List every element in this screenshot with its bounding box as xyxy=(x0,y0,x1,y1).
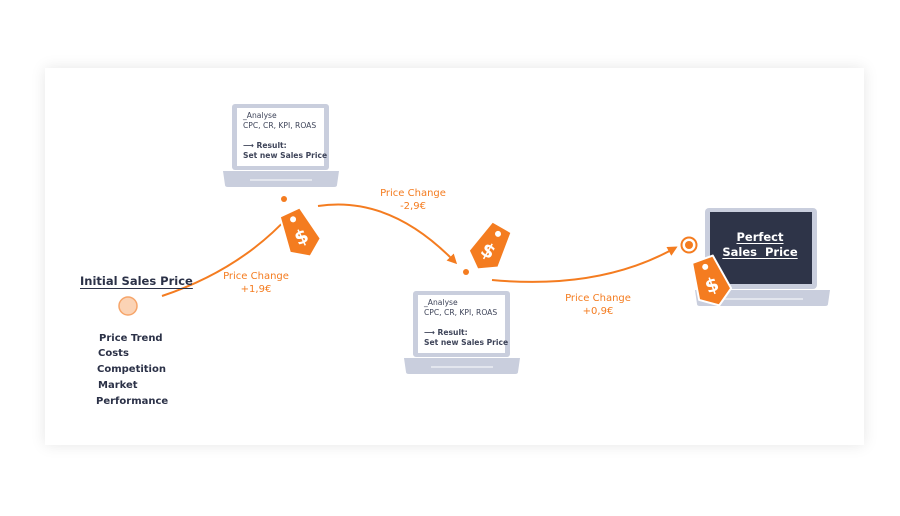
laptop-2-analyse: _Analyse xyxy=(424,298,458,307)
price-change-2-label: Price Change xyxy=(380,188,446,199)
laptop-1-metrics: CPC, CR, KPI, ROAS xyxy=(243,121,317,130)
dot-1-icon xyxy=(281,196,287,202)
factor-costs: Costs xyxy=(98,348,129,359)
laptop-1-icon xyxy=(223,104,339,187)
dot-2-icon xyxy=(463,269,469,275)
factor-price-trend: Price Trend xyxy=(99,333,163,344)
price-change-3-label: Price Change xyxy=(565,293,631,304)
price-change-1-label: Price Change xyxy=(223,271,289,282)
price-change-1: Price Change +1,9€ xyxy=(220,270,292,296)
price-change-1-value: +1,9€ xyxy=(240,284,272,295)
laptop-1-result: ⟶ Result: xyxy=(243,141,287,150)
price-change-3: Price Change +0,9€ xyxy=(562,292,634,318)
laptop-2-result: ⟶ Result: xyxy=(424,328,468,337)
price-tag-2-icon xyxy=(461,217,518,279)
laptop-1-set-price: Set new Sales Price xyxy=(243,151,328,160)
factor-competition: Competition xyxy=(97,364,166,375)
laptop-1-screen: _Analyse CPC, CR, KPI, ROAS ⟶ Result: Se… xyxy=(243,111,327,161)
arrow-2-icon xyxy=(317,203,458,265)
start-node-icon xyxy=(118,296,138,316)
laptop-2-metrics: CPC, CR, KPI, ROAS xyxy=(424,308,498,317)
arrow-1-icon xyxy=(161,212,293,297)
target-node-icon xyxy=(680,236,698,254)
laptop-1-analyse: _Analyse xyxy=(243,111,277,120)
price-change-2: Price Change -2,9€ xyxy=(377,187,449,213)
factor-market: Market xyxy=(98,380,138,391)
price-tag-1-icon xyxy=(273,203,327,265)
laptop-2-set-price: Set new Sales Price xyxy=(424,338,509,347)
laptop-2-screen: _Analyse CPC, CR, KPI, ROAS ⟶ Result: Se… xyxy=(424,298,508,348)
laptop-2-icon xyxy=(404,291,520,374)
price-change-2-value: -2,9€ xyxy=(400,201,426,212)
final-laptop-icon xyxy=(695,208,830,306)
perfect-line-2: Sales Price xyxy=(722,245,798,259)
arrow-3-icon xyxy=(491,246,678,283)
perfect-line-1: Perfect xyxy=(736,230,784,244)
factor-performance: Performance xyxy=(96,396,169,407)
perfect-sales-price: Perfect Sales Price xyxy=(712,230,808,260)
price-change-3-value: +0,9€ xyxy=(582,306,614,317)
initial-price-title: Initial Sales Price xyxy=(80,274,193,288)
